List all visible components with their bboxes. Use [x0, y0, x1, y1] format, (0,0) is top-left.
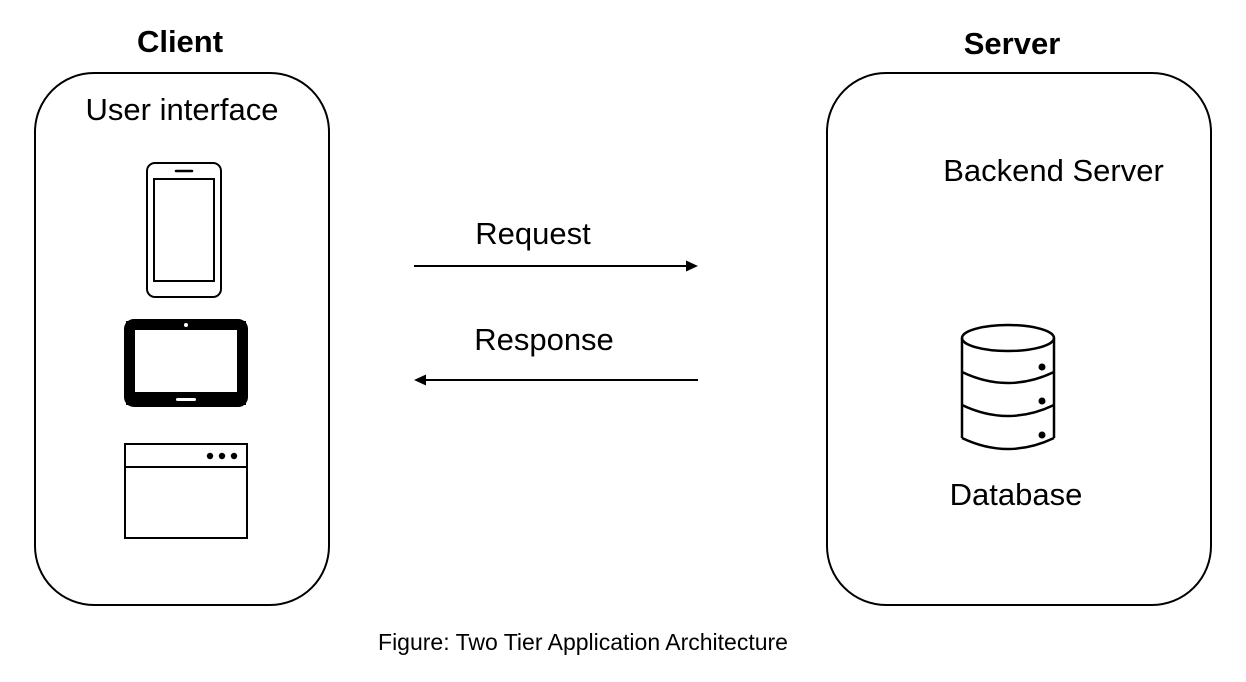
client-box	[34, 72, 330, 606]
server-heading: Server	[963, 26, 1061, 61]
request-label: Request	[475, 216, 591, 251]
phone-icon	[146, 162, 222, 298]
server-box	[826, 72, 1212, 606]
response-arrow	[414, 374, 698, 386]
figure-caption: Figure: Two Tier Application Architectur…	[378, 629, 788, 655]
user-interface-label: User interface	[85, 92, 279, 127]
database-label: Database	[949, 477, 1083, 512]
browser-window-icon	[124, 443, 248, 539]
request-arrow	[414, 260, 698, 272]
tablet-icon	[124, 319, 248, 407]
response-label: Response	[474, 322, 614, 357]
backend-server-label: Backend Server	[943, 153, 1164, 188]
database-icon	[960, 323, 1056, 451]
client-heading: Client	[136, 24, 224, 59]
